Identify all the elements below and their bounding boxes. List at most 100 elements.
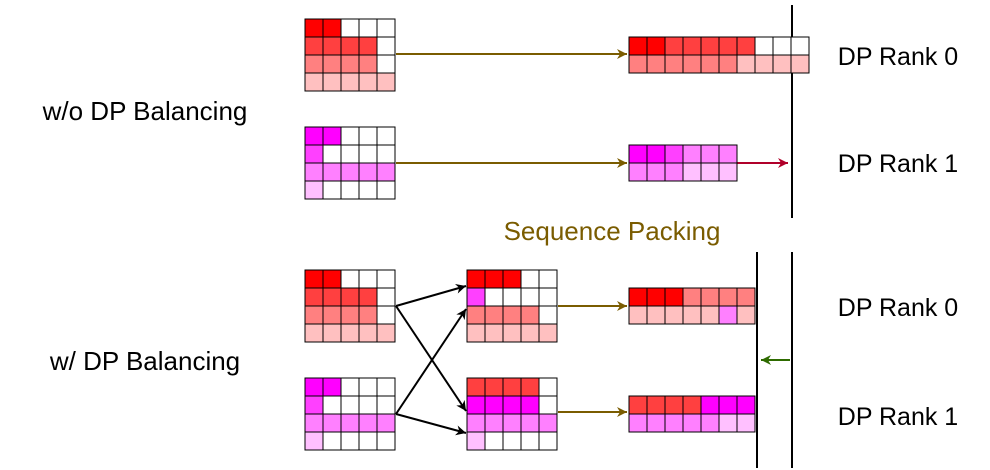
token-cell: [682, 305, 702, 325]
token-cell: [628, 287, 648, 307]
token-cell: [322, 36, 342, 56]
token-cell: [376, 323, 396, 343]
empty-cell: [322, 180, 342, 200]
token-cell: [358, 54, 378, 74]
token-cell: [304, 377, 324, 397]
token-cell: [754, 54, 774, 74]
empty-cell: [376, 287, 396, 307]
empty-cell: [484, 431, 504, 451]
token-cell: [646, 305, 666, 325]
token-cell: [736, 36, 756, 56]
token-cell: [646, 54, 666, 74]
empty-cell: [376, 144, 396, 164]
token-cell: [304, 269, 324, 289]
token-cell: [502, 377, 522, 397]
empty-cell: [376, 18, 396, 38]
token-cell: [718, 36, 738, 56]
token-cell: [538, 323, 558, 343]
token-cell: [682, 413, 702, 433]
sequence-packing-label: Sequence Packing: [504, 216, 721, 246]
empty-cell: [376, 36, 396, 56]
token-cell: [322, 162, 342, 182]
shuffle-arrow-red-to-group0: [395, 283, 467, 307]
token-cell: [700, 305, 720, 325]
token-cell: [466, 269, 486, 289]
token-cell: [322, 54, 342, 74]
token-cell: [520, 413, 540, 433]
token-cell: [304, 72, 324, 92]
grid-top-source-red: [304, 18, 396, 92]
grid-bottom-source-magenta: [304, 377, 396, 451]
token-cell: [664, 287, 684, 307]
token-cell: [358, 36, 378, 56]
token-cell: [322, 377, 342, 397]
token-cell: [340, 162, 360, 182]
empty-cell: [520, 287, 540, 307]
token-cell: [646, 395, 666, 415]
token-cell: [376, 72, 396, 92]
token-cell: [646, 162, 666, 182]
token-cell: [484, 269, 504, 289]
empty-cell: [358, 18, 378, 38]
empty-cell: [376, 305, 396, 325]
empty-cell: [538, 431, 558, 451]
empty-cell: [358, 126, 378, 146]
token-cell: [628, 413, 648, 433]
token-cell: [682, 287, 702, 307]
token-cell: [736, 305, 756, 325]
token-cell: [790, 54, 810, 74]
empty-cell: [340, 377, 360, 397]
token-cell: [520, 395, 540, 415]
token-cell: [664, 395, 684, 415]
empty-cell: [340, 18, 360, 38]
token-cell: [628, 54, 648, 74]
token-cell: [718, 144, 738, 164]
token-cell: [358, 162, 378, 182]
token-cell: [466, 413, 486, 433]
empty-cell: [538, 305, 558, 325]
token-cell: [304, 395, 324, 415]
grid-top-packed-rank1: [628, 144, 738, 182]
token-cell: [700, 144, 720, 164]
token-cell: [340, 287, 360, 307]
empty-cell: [376, 269, 396, 289]
grid-bottom-source-red: [304, 269, 396, 343]
token-cell: [736, 395, 756, 415]
token-cell: [304, 18, 324, 38]
token-cell: [340, 54, 360, 74]
empty-cell: [376, 126, 396, 146]
grid-top-packed-rank0: [628, 36, 810, 74]
token-cell: [304, 287, 324, 307]
grid-bottom-packed-rank0: [628, 287, 756, 325]
token-cell: [340, 36, 360, 56]
token-cell: [502, 413, 522, 433]
token-cell: [664, 162, 684, 182]
empty-cell: [358, 180, 378, 200]
empty-cell: [340, 431, 360, 451]
token-cell: [700, 162, 720, 182]
token-cell: [466, 395, 486, 415]
token-cell: [466, 305, 486, 325]
token-cell: [520, 377, 540, 397]
empty-cell: [790, 36, 810, 56]
token-cell: [700, 413, 720, 433]
empty-cell: [502, 431, 522, 451]
empty-cell: [340, 126, 360, 146]
token-cell: [322, 126, 342, 146]
dp-rank-0-label-bottom: DP Rank 0: [838, 294, 958, 322]
token-cell: [466, 323, 486, 343]
token-cell: [718, 413, 738, 433]
token-cell: [718, 54, 738, 74]
empty-cell: [322, 395, 342, 415]
empty-cell: [754, 36, 774, 56]
empty-cell: [340, 144, 360, 164]
token-cell: [664, 305, 684, 325]
token-cell: [718, 287, 738, 307]
token-cell: [322, 413, 342, 433]
token-cell: [484, 395, 504, 415]
empty-cell: [376, 54, 396, 74]
token-cell: [628, 162, 648, 182]
token-cell: [340, 323, 360, 343]
token-cell: [340, 413, 360, 433]
token-cell: [538, 413, 558, 433]
